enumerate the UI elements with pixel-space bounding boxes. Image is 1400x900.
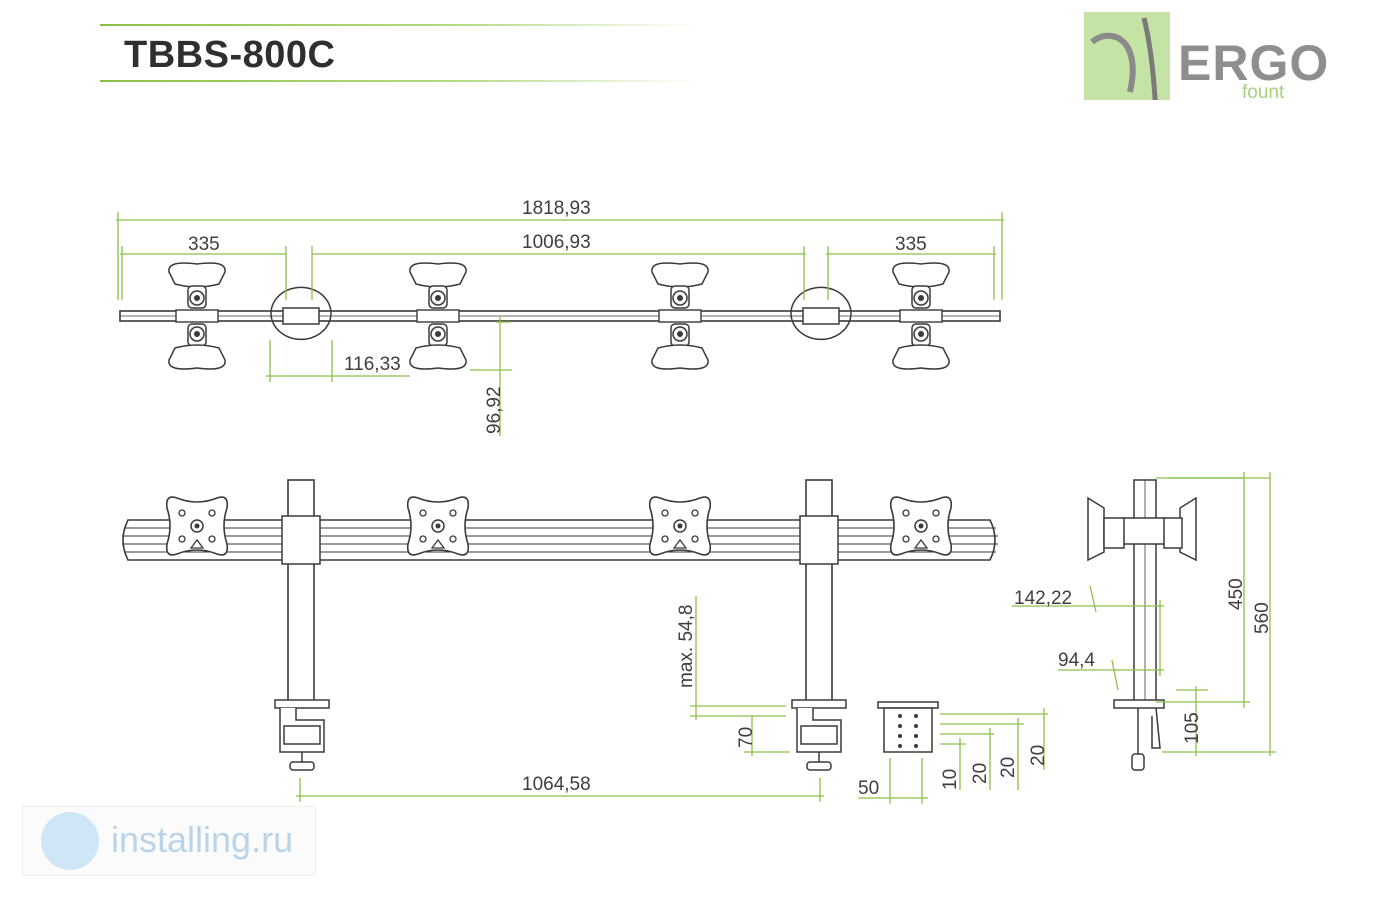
logo-word: ERGO	[1178, 35, 1330, 91]
page-title: TBBS-800C	[124, 34, 336, 76]
dim-total-height: 560	[1252, 602, 1273, 634]
title-rule-bottom	[100, 80, 700, 82]
dim-clamp-base: 105	[1182, 712, 1203, 744]
front-view	[122, 479, 998, 771]
dim-right-offset: 335	[895, 234, 927, 255]
dim-clamp-width-top: 116,33	[344, 354, 401, 375]
top-view	[119, 262, 1001, 370]
dim-step-10: 10	[940, 769, 961, 790]
dim-left-offset: 335	[188, 234, 220, 255]
dim-pole-height: 450	[1226, 578, 1247, 610]
dim-bar-depth: 96,92	[484, 386, 505, 434]
brand-logo: ERGO fount	[1082, 6, 1328, 118]
dim-step-20a: 20	[970, 763, 991, 784]
dim-center-span: 1006,93	[522, 232, 591, 253]
side-view	[1087, 479, 1197, 771]
watermark-text: installing.ru	[111, 819, 294, 860]
dim-base-width: 50	[858, 778, 879, 799]
logo-sub: fount	[1242, 82, 1285, 103]
watermark: installing.ru	[22, 806, 316, 876]
side-dimension-lines	[1012, 472, 1276, 756]
logo-mark	[1084, 12, 1170, 117]
dim-max-thickness: max. 54,8	[676, 605, 697, 688]
title-rule-top	[100, 24, 700, 26]
dim-pole-spacing: 1064,58	[522, 774, 591, 795]
dim-step-20b: 20	[998, 757, 1019, 778]
front-dimension-lines	[296, 596, 1048, 804]
dim-clamp-height: 70	[736, 727, 757, 748]
dim-arm-depth: 142,22	[1014, 588, 1072, 609]
dim-pole-depth: 94,4	[1058, 650, 1095, 671]
dim-total-length: 1818,93	[522, 198, 591, 219]
watermark-badge-icon	[41, 812, 99, 870]
dim-step-20c: 20	[1028, 745, 1049, 766]
top-dimension-lines	[116, 212, 1004, 436]
